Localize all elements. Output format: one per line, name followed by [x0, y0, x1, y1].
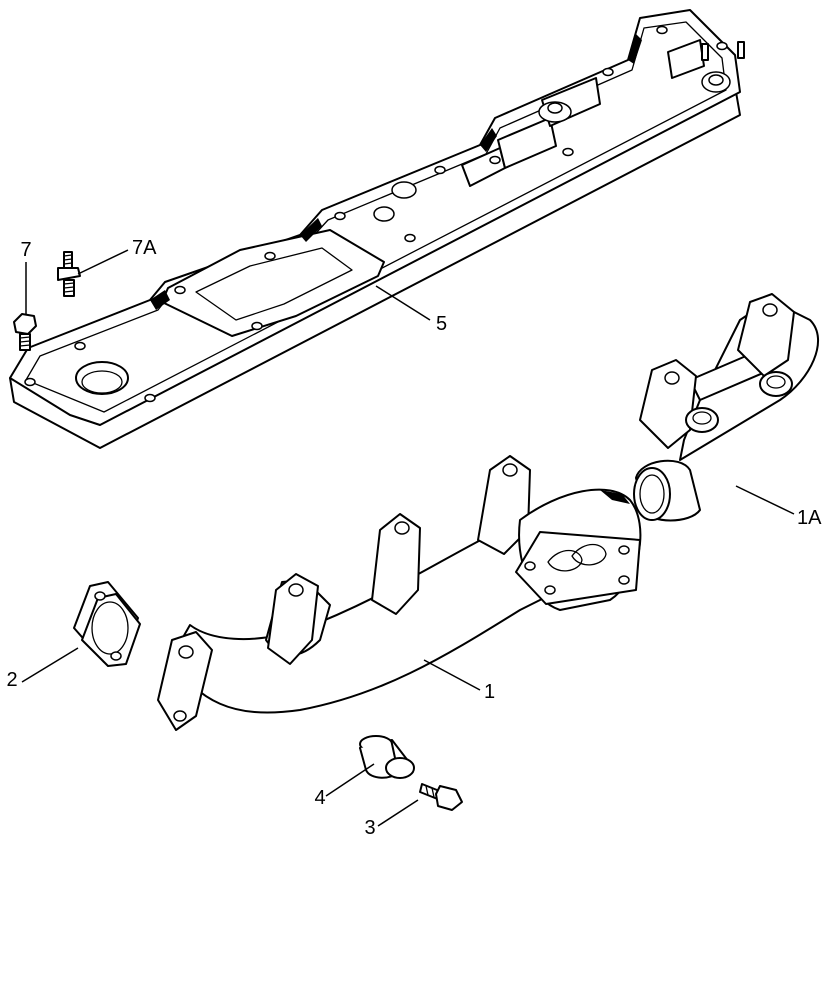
callout-1: 1 [484, 681, 495, 703]
spacer-sleeve-4 [359, 735, 415, 779]
callout-5: 5 [436, 313, 447, 335]
bolt-7 [13, 313, 37, 351]
callout-2: 2 [6, 669, 17, 691]
callout-labels: 7 7A 5 1A 2 1 4 3 [6, 237, 822, 839]
exhaust-manifold-rear [633, 293, 820, 522]
callout-3: 3 [364, 817, 375, 839]
manifold-gasket-plate [9, 9, 745, 449]
leader-lines [21, 249, 795, 827]
leader-3 [377, 799, 419, 827]
leader-2 [21, 647, 79, 683]
stud-7a [57, 251, 81, 297]
callout-4: 4 [314, 787, 325, 809]
exhaust-manifold-front [157, 455, 642, 731]
leader-7a [77, 249, 129, 275]
leader-1a [735, 485, 795, 515]
callout-7a: 7A [132, 237, 157, 259]
leader-1 [423, 659, 481, 691]
leader-4 [325, 763, 375, 797]
bolt-3 [419, 783, 463, 811]
leader-5 [375, 285, 431, 321]
callout-1a: 1A [797, 507, 822, 529]
callout-7: 7 [20, 239, 31, 261]
turbo-gasket-2 [73, 581, 141, 667]
